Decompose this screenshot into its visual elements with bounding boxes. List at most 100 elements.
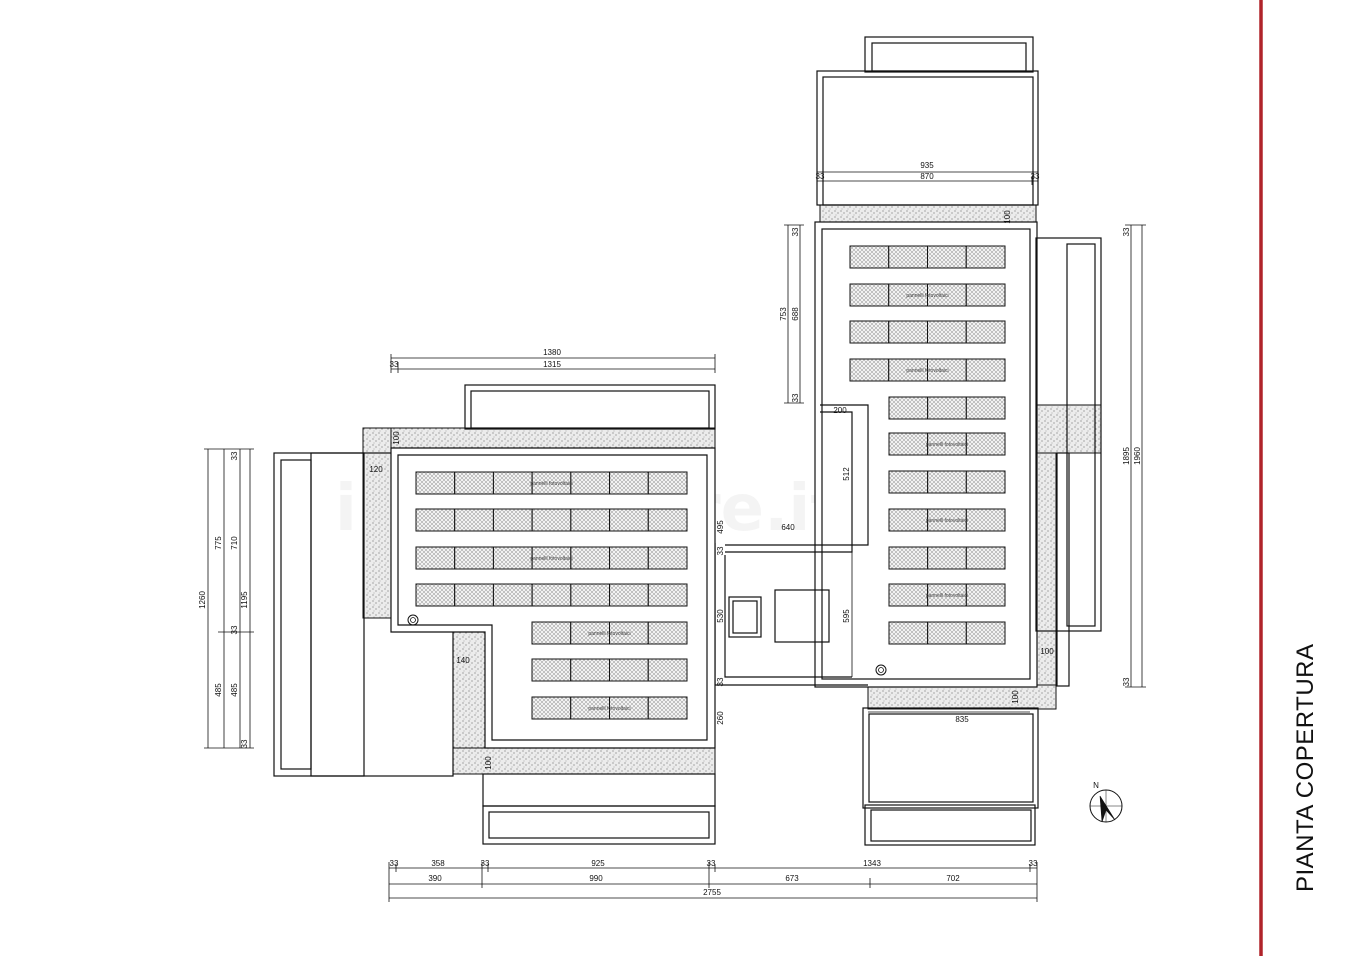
solar-panel <box>415 508 456 532</box>
dim-core-lower: 260 <box>716 711 725 725</box>
solar-panel <box>570 546 611 570</box>
dim-far-right-edge-a: 33 <box>1122 227 1131 236</box>
north-arrow-icon <box>1089 789 1123 823</box>
solar-panel <box>415 471 456 495</box>
dim-bottom-r2-2: 673 <box>785 874 799 883</box>
solar-panel <box>454 508 494 532</box>
solar-panel <box>570 471 611 495</box>
solar-panel-row: pannelli fotovoltaici <box>415 471 688 495</box>
dim-bottom-r1-2: 33 <box>481 859 490 868</box>
left-terrace-strip <box>280 459 312 770</box>
dim-right-vert-edge-b: 33 <box>791 393 800 402</box>
solar-panel-label: pannelli fotovoltaici <box>906 293 948 299</box>
solar-panel <box>888 546 929 570</box>
solar-panel <box>927 470 967 494</box>
solar-panel-row: pannelli fotovoltaici <box>531 696 688 720</box>
dim-lower-left-gravel: 100 <box>484 756 493 770</box>
solar-panel-row <box>849 245 1006 269</box>
dim-bottom-total: 2755 <box>703 888 721 897</box>
dim-lower-left-step: 140 <box>456 656 470 665</box>
solar-panel <box>454 583 494 607</box>
solar-panel-row: pannelli fotovoltaici <box>888 432 1006 456</box>
solar-panel <box>531 508 572 532</box>
dim-left-height-total: 1260 <box>198 591 207 609</box>
solar-panel-row: pannelli fotovoltaici <box>849 358 1006 382</box>
dim-far-right-edge-b: 33 <box>1122 677 1131 686</box>
dim-core-right-height: 595 <box>842 609 851 623</box>
dim-far-right-outer: 1960 <box>1133 447 1142 465</box>
dim-left-side-gravel: 120 <box>369 465 383 474</box>
dim-stair-small: 495 <box>716 520 725 534</box>
bottom-gravel <box>452 747 716 775</box>
bottom-right-terrace-outer <box>862 707 1039 809</box>
dim-bottom-r2-3: 702 <box>946 874 960 883</box>
solar-panel <box>609 658 649 682</box>
solar-panel <box>570 508 611 532</box>
stair-hatch <box>728 596 762 638</box>
dim-left-top-gravel: 100 <box>392 431 401 445</box>
dim-right-inner: 870 <box>920 172 934 181</box>
solar-panel <box>454 471 494 495</box>
bottom-left-canopy2-outer <box>482 805 716 845</box>
left-top-gravel <box>362 427 716 449</box>
top-terrace-inner <box>822 76 1034 206</box>
dimension-lines <box>204 168 1146 902</box>
solar-panel-row: pannelli fotovoltaici <box>888 508 1006 532</box>
solar-panel <box>531 583 572 607</box>
solar-panel <box>647 546 688 570</box>
solar-panel-label: pannelli fotovoltaici <box>926 593 968 599</box>
dim-left-edge-a: 33 <box>230 451 239 460</box>
dim-bottom-r1-3: 925 <box>591 859 605 868</box>
solar-panel <box>888 432 929 456</box>
dim-connector-width: 200 <box>833 406 847 415</box>
solar-panel <box>609 508 649 532</box>
solar-panel <box>492 508 533 532</box>
solar-panel <box>609 546 649 570</box>
solar-panel <box>647 658 688 682</box>
dim-left-upper-inner: 710 <box>230 536 239 550</box>
solar-panel-row: pannelli fotovoltaici <box>531 621 688 645</box>
gravel-areas <box>362 204 1102 775</box>
dim-left-edge-c: 33 <box>240 739 249 748</box>
solar-panel <box>849 320 890 344</box>
solar-panel <box>965 320 1006 344</box>
bottom-left-canopy-outer <box>482 773 716 807</box>
solar-panel-row <box>888 546 1006 570</box>
bottom-right-canopy-inner <box>870 809 1032 842</box>
dim-core-height: 530 <box>716 609 725 623</box>
solar-panel-label: pannelli fotovoltaici <box>926 442 968 448</box>
dim-left-edge-b: 33 <box>230 625 239 634</box>
dim-left-lower-inner: 485 <box>230 683 239 697</box>
drain-left <box>407 614 419 626</box>
left-top-canopy-outer <box>464 384 716 430</box>
solar-panel <box>849 245 890 269</box>
stair-hatch-inner <box>732 600 758 634</box>
solar-panel <box>647 508 688 532</box>
dim-right-vert-edge-a: 33 <box>791 227 800 236</box>
connector-outline <box>725 404 869 546</box>
solar-panel <box>849 283 890 307</box>
solar-panel-row: pannelli fotovoltaici <box>849 283 1006 307</box>
solar-panel <box>888 508 929 532</box>
dim-left-inner: 1315 <box>543 360 561 369</box>
solar-panel-row <box>415 508 688 532</box>
solar-panel <box>647 471 688 495</box>
solar-panel <box>888 396 929 420</box>
solar-panel <box>965 432 1006 456</box>
left-top-canopy-inner <box>470 390 710 429</box>
solar-panel <box>927 245 967 269</box>
solar-panel <box>454 546 494 570</box>
dim-connector-height: 512 <box>842 467 851 481</box>
right-bottom-gravel <box>867 684 1057 710</box>
solar-panel <box>965 546 1006 570</box>
solar-panel-row: pannelli fotovoltaici <box>415 546 688 570</box>
top-canopy-inner <box>871 42 1027 72</box>
solar-panel <box>965 283 1006 307</box>
dim-left-height-inner: 1195 <box>240 591 249 609</box>
solar-panel <box>965 508 1006 532</box>
top-terrace-outer <box>816 70 1039 206</box>
dim-bottom-r1-0: 33 <box>390 859 399 868</box>
solar-panel <box>965 621 1006 645</box>
dim-right-gravel: 100 <box>1003 210 1012 224</box>
solar-panel <box>570 658 610 682</box>
